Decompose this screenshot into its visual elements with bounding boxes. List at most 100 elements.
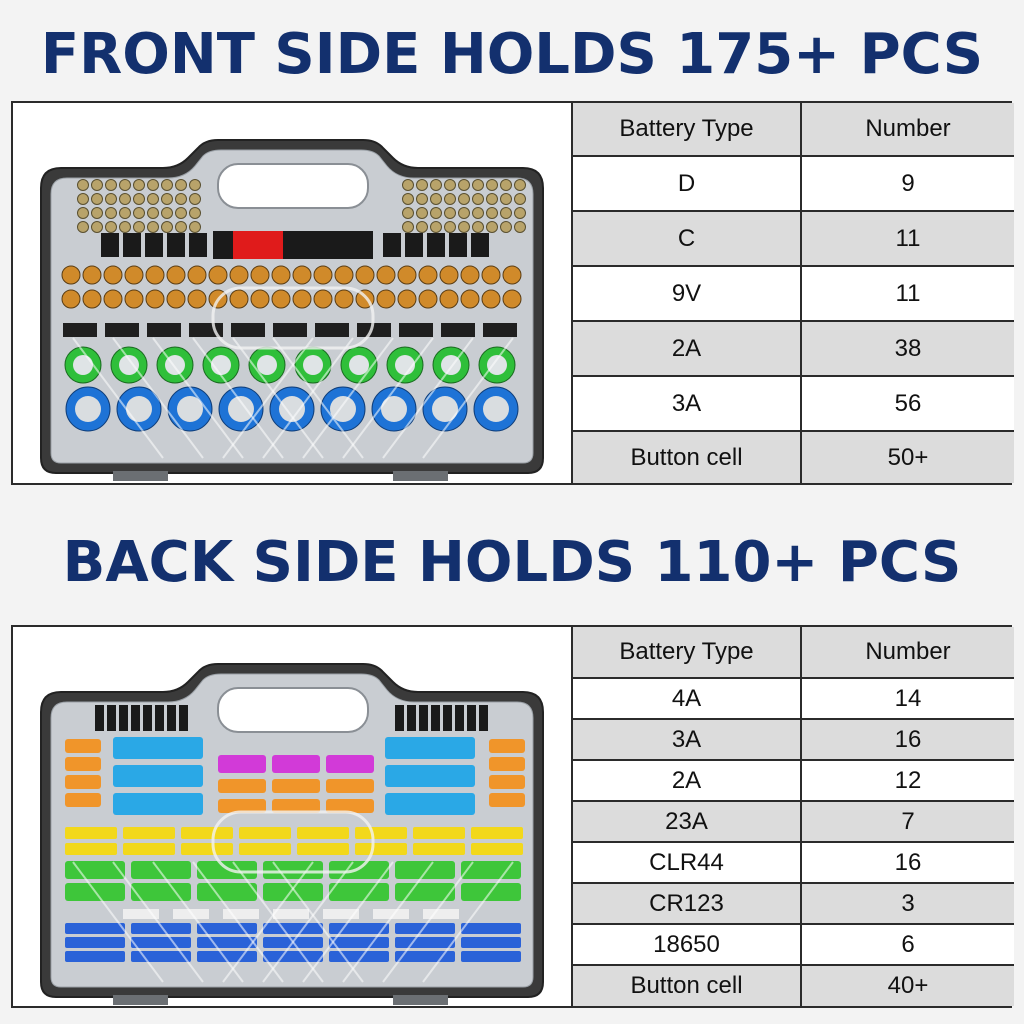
battery-cr123 <box>323 909 359 919</box>
battery-aa <box>481 289 501 309</box>
battery-cr123 <box>273 909 309 919</box>
battery-aa <box>250 289 270 309</box>
button-cell-sleeve <box>431 705 440 731</box>
button-cell <box>105 179 117 191</box>
battery-9v <box>471 233 489 257</box>
button-cell <box>416 221 428 233</box>
table-row: 3A 56 <box>573 377 1014 432</box>
battery-green <box>395 861 455 879</box>
clear-latch <box>211 810 375 874</box>
battery-number-cell: 14 <box>894 684 922 712</box>
clear-divider <box>422 861 514 983</box>
battery-aa <box>145 289 165 309</box>
button-cell <box>77 193 89 205</box>
battery-number-cell: 9 <box>901 169 915 197</box>
battery-yellow <box>471 827 523 839</box>
battery-number-cell: 40+ <box>887 972 929 999</box>
button-cell <box>416 179 428 191</box>
case-handle <box>217 163 369 209</box>
button-cell <box>77 179 89 191</box>
battery-green <box>197 883 257 901</box>
clear-divider <box>262 337 354 459</box>
clear-divider <box>422 337 514 459</box>
battery-number-cell: 16 <box>894 848 922 876</box>
battery-aa <box>103 289 123 309</box>
table-row: C 11 <box>573 212 1014 267</box>
battery-9v <box>63 323 97 337</box>
battery-aa <box>376 289 396 309</box>
button-cell <box>105 207 117 219</box>
battery-18650 <box>65 937 125 948</box>
battery-9v <box>189 233 207 257</box>
battery-aa <box>376 265 396 285</box>
button-cell-sleeve <box>155 705 164 731</box>
button-cell-sleeve <box>419 705 428 731</box>
button-cell <box>147 221 159 233</box>
battery-orange <box>489 775 525 789</box>
button-cell <box>175 207 187 219</box>
button-cell <box>472 207 484 219</box>
battery-d-top <box>381 396 407 422</box>
clear-divider <box>382 337 474 459</box>
battery-orange <box>218 799 266 813</box>
battery-d-top <box>279 396 305 422</box>
battery-18650 <box>461 951 521 962</box>
battery-orange <box>489 739 525 753</box>
battery-yellow <box>65 843 117 855</box>
battery-aa <box>439 265 459 285</box>
battery-orange <box>326 799 374 813</box>
clear-divider <box>262 861 354 983</box>
battery-c-top <box>119 355 139 375</box>
battery-aa <box>208 265 228 285</box>
battery-aa <box>418 289 438 309</box>
header-number: Number <box>865 115 951 142</box>
case-hinge <box>393 471 448 481</box>
battery-9v <box>427 233 445 257</box>
header-battery-type: Battery Type <box>573 103 802 155</box>
button-cell <box>147 179 159 191</box>
battery-9v <box>105 323 139 337</box>
battery-yellow <box>297 843 349 855</box>
battery-yellow <box>239 827 291 839</box>
table-row: CR123 3 <box>573 884 1014 925</box>
button-cell <box>147 193 159 205</box>
battery-9v <box>123 233 141 257</box>
button-cell <box>402 207 414 219</box>
button-cell <box>189 207 201 219</box>
battery-18650 <box>131 923 191 934</box>
clear-divider <box>382 861 474 983</box>
battery-d-top <box>228 396 254 422</box>
button-cell <box>430 207 442 219</box>
battery-c-top <box>73 355 93 375</box>
battery-cyan <box>385 765 475 787</box>
button-cell <box>514 207 526 219</box>
battery-aa <box>187 289 207 309</box>
battery-magenta <box>272 755 320 773</box>
battery-aa <box>229 265 249 285</box>
battery-c-top <box>487 355 507 375</box>
battery-aa <box>334 265 354 285</box>
battery-green <box>395 883 455 901</box>
battery-aa <box>187 265 207 285</box>
battery-type-cell: D <box>573 157 802 210</box>
battery-aa <box>271 265 291 285</box>
button-cell <box>458 179 470 191</box>
button-cell-sleeve <box>395 705 404 731</box>
button-cell-sleeve <box>143 705 152 731</box>
battery-green <box>329 883 389 901</box>
button-cell <box>133 221 145 233</box>
battery-18650 <box>197 937 257 948</box>
battery-number-cell: 12 <box>894 766 922 794</box>
battery-d-top <box>75 396 101 422</box>
battery-d-top <box>126 396 152 422</box>
battery-18650 <box>131 937 191 948</box>
battery-orange <box>65 775 101 789</box>
button-cell <box>416 207 428 219</box>
battery-number-cell: 56 <box>894 389 922 417</box>
battery-aa <box>271 289 291 309</box>
button-cell <box>486 221 498 233</box>
table-row: 9V 11 <box>573 267 1014 322</box>
battery-yellow <box>297 827 349 839</box>
button-cell <box>175 179 187 191</box>
clear-divider <box>72 337 164 459</box>
